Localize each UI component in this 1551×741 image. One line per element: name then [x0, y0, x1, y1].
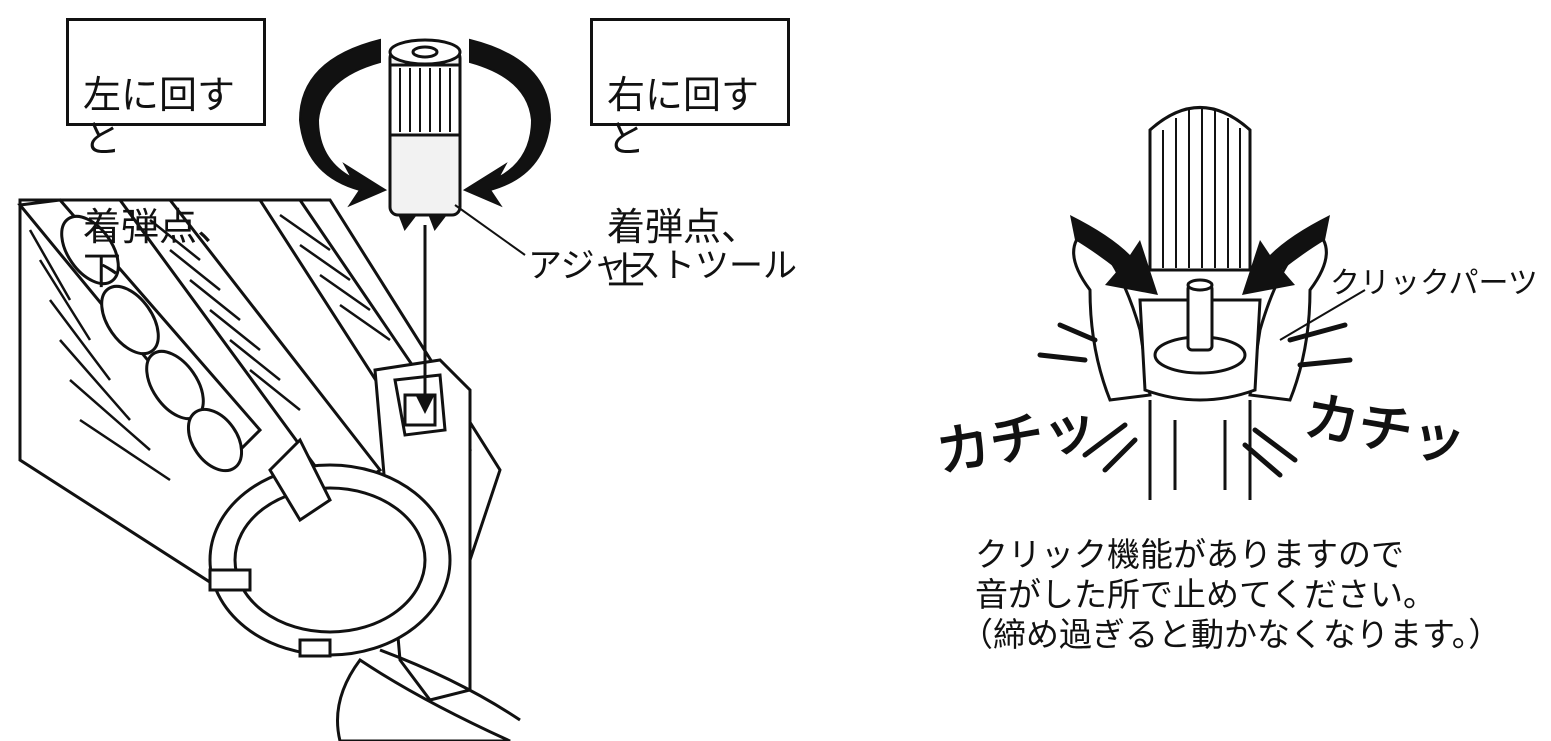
click-burst-lines — [1037, 322, 1353, 478]
rotate-left-label-line2: 着弾点、下 — [83, 205, 236, 293]
click-part-drawing — [1072, 106, 1328, 500]
part-label-leader — [1279, 289, 1366, 341]
press-left-arrow-icon — [1070, 215, 1158, 295]
adjust-tool-drawing — [388, 38, 462, 232]
rotate-left-label-line1: 左に回すと — [83, 73, 236, 161]
tool-label-leader — [454, 204, 526, 256]
adjust-tool-label: アジャストツール — [528, 246, 797, 286]
rotate-left-label-box: 左に回すと 着弾点、下 — [66, 18, 266, 293]
rotate-right-label-line2: 着弾点、上 — [607, 205, 760, 293]
click-note-line3: （締め過ぎると動かなくなります。） — [960, 615, 1502, 654]
rotate-ccw-arrow-icon — [298, 38, 388, 208]
press-right-arrow-icon — [1242, 215, 1330, 295]
rotate-cw-arrow-icon — [462, 38, 552, 208]
click-part-label: クリックパーツ — [1330, 266, 1538, 301]
click-note-line1: クリック機能がありますので — [975, 535, 1404, 574]
rotate-right-label-line1: 右に回すと — [607, 73, 760, 161]
click-note-line2: 音がした所で止めてください。 — [975, 575, 1437, 614]
rotate-right-label-box: 右に回すと 着弾点、上 — [590, 18, 790, 293]
rifle-handguard-drawing — [17, 198, 521, 741]
